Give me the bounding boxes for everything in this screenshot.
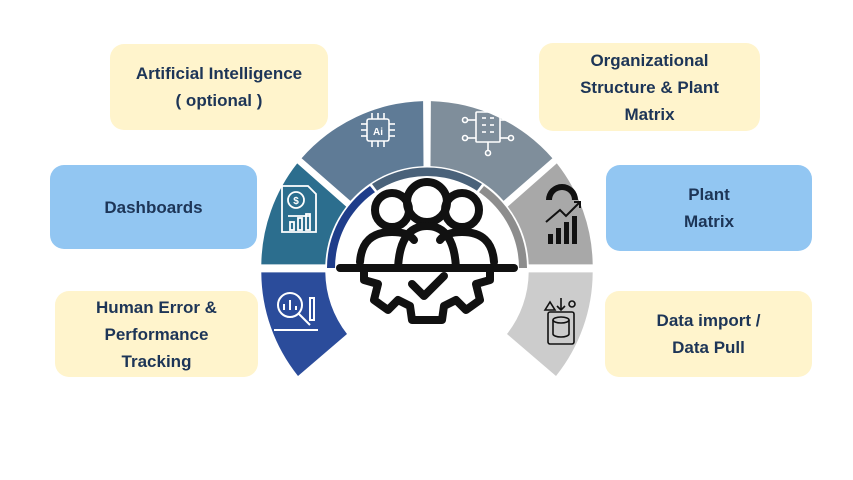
magnifier-chart-icon <box>274 292 318 331</box>
speedometer-growth-icon <box>546 184 578 244</box>
database-import-icon <box>543 298 576 345</box>
growth-arrow <box>545 201 581 223</box>
org-segment <box>430 101 553 201</box>
ai-chip-icon <box>361 113 395 147</box>
dollar-glyph: $ <box>293 196 299 207</box>
dashboards-label: Dashboards <box>50 165 257 249</box>
org-label: Organizational Structure & Plant Matrix <box>539 43 760 131</box>
ai-label: Artificial Intelligence ( optional ) <box>110 44 328 130</box>
ai-segment <box>301 101 424 201</box>
data-label: Data import / Data Pull <box>605 291 812 377</box>
data-segment <box>507 272 593 376</box>
human-label: Human Error & Performance Tracking <box>55 291 258 377</box>
report-analytics-icon <box>281 185 317 233</box>
team-gear-check-icon <box>336 178 518 324</box>
human-segment <box>261 272 347 376</box>
building-network-icon <box>461 111 515 157</box>
ai-chip-glyph: Ai <box>373 127 383 138</box>
plant-label: Plant Matrix <box>606 165 812 251</box>
